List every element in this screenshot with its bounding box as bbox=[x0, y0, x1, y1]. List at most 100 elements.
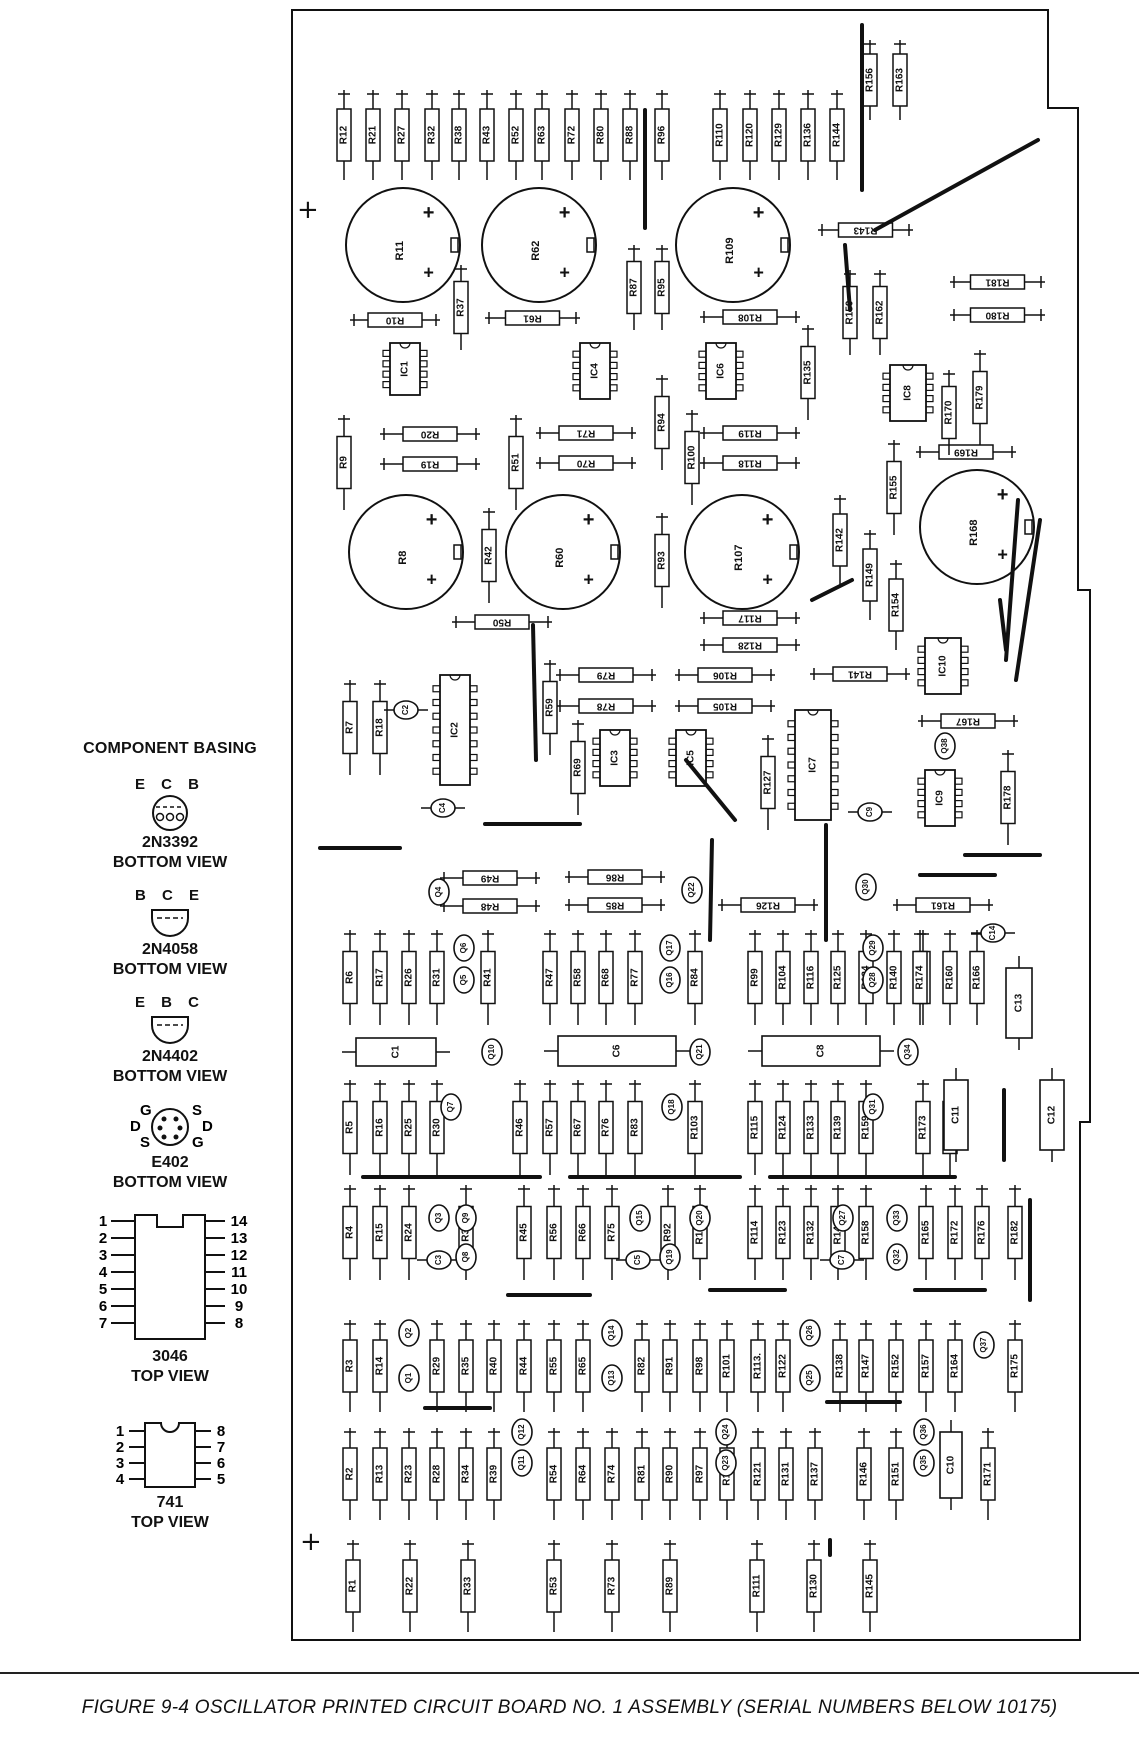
resistor-vertical: R160 bbox=[942, 930, 958, 1025]
trim-potentiometer: ++R11 bbox=[345, 187, 461, 303]
resistor-vertical: R98 bbox=[692, 1320, 708, 1412]
component-label: R85 bbox=[605, 899, 624, 910]
capacitor: C3 bbox=[417, 1250, 461, 1270]
component-label: R89 bbox=[665, 1576, 676, 1595]
capacitor: C6 bbox=[544, 1035, 690, 1067]
component-label: R125 bbox=[833, 965, 844, 989]
resistor-vertical: R21 bbox=[365, 90, 381, 180]
jumper-wire bbox=[810, 578, 854, 602]
view-label: TOP VIEW bbox=[131, 1368, 209, 1385]
resistor-horizontal: R180 bbox=[950, 307, 1045, 323]
fet-left-pin: D bbox=[130, 1118, 141, 1135]
component-label: R118 bbox=[738, 457, 762, 468]
component-label: R18 bbox=[375, 718, 386, 737]
resistor-vertical: R68 bbox=[598, 930, 614, 1025]
resistor-vertical: R72 bbox=[564, 90, 580, 180]
resistor-vertical: R64 bbox=[575, 1428, 591, 1520]
component-label: R65 bbox=[578, 1356, 589, 1375]
resistor-vertical: R53 bbox=[546, 1540, 562, 1632]
resistor-horizontal: R126 bbox=[718, 897, 818, 913]
component-label: R66 bbox=[578, 1223, 589, 1242]
pot-terminal: + bbox=[426, 509, 438, 531]
transistor: Q10 bbox=[481, 1038, 503, 1066]
component-label: Q32 bbox=[892, 1249, 901, 1265]
resistor-vertical: R74 bbox=[604, 1428, 620, 1520]
component-label: R15 bbox=[375, 1223, 386, 1242]
resistor-vertical: R135 bbox=[800, 325, 816, 420]
resistor-vertical: R129 bbox=[771, 90, 787, 180]
resistor-horizontal: R10 bbox=[350, 312, 440, 328]
jumper-wire bbox=[998, 598, 1008, 652]
mounting-plus-bottom: + bbox=[300, 1527, 322, 1557]
resistor-vertical: R175 bbox=[1007, 1320, 1023, 1412]
component-label: R101 bbox=[722, 1354, 733, 1378]
resistor-vertical: R27 bbox=[394, 90, 410, 180]
component-label: R14 bbox=[375, 1356, 386, 1375]
component-label: R104 bbox=[778, 965, 789, 989]
resistor-horizontal: R167 bbox=[918, 713, 1018, 729]
resistor-horizontal: R85 bbox=[565, 897, 665, 913]
component-label: IC6 bbox=[716, 363, 727, 379]
component-label: R75 bbox=[607, 1223, 618, 1242]
transistor: Q12 bbox=[511, 1418, 533, 1446]
component-label: R176 bbox=[977, 1220, 988, 1244]
resistor-vertical: R91 bbox=[662, 1320, 678, 1412]
resistor-horizontal: R118 bbox=[700, 455, 800, 471]
resistor-vertical: R28 bbox=[429, 1428, 445, 1520]
resistor-vertical: R87 bbox=[626, 245, 642, 330]
resistor-vertical: R46 bbox=[512, 1080, 528, 1175]
component-label: C8 bbox=[816, 1044, 827, 1057]
component-label: R56 bbox=[549, 1223, 560, 1242]
resistor-vertical: R1 bbox=[345, 1540, 361, 1632]
component-label: R130 bbox=[809, 1574, 820, 1598]
component-label: R169 bbox=[954, 446, 978, 457]
basing-2n3392: E C B 2N3392 BOTTOM VIEW bbox=[40, 776, 300, 873]
component-label: R48 bbox=[480, 900, 499, 911]
capacitor: C5 bbox=[616, 1250, 660, 1270]
component-label: R80 bbox=[596, 125, 607, 144]
component-label: R93 bbox=[657, 551, 668, 570]
capacitor: C9 bbox=[848, 802, 892, 822]
resistor-vertical: R100 bbox=[684, 410, 700, 505]
resistor-vertical: R110 bbox=[712, 90, 728, 180]
component-label: Q13 bbox=[607, 1370, 616, 1386]
trim-potentiometer: ++R60 bbox=[505, 494, 621, 610]
component-label: R94 bbox=[657, 413, 668, 432]
component-label: Q24 bbox=[721, 1424, 730, 1440]
component-label: R78 bbox=[596, 700, 615, 711]
component-label: R46 bbox=[515, 1118, 526, 1137]
component-label: R152 bbox=[891, 1354, 902, 1378]
capacitor: C1 bbox=[342, 1037, 450, 1067]
component-label: R119 bbox=[738, 427, 762, 438]
view-label: BOTTOM VIEW bbox=[112, 854, 228, 871]
resistor-vertical: R38 bbox=[451, 90, 467, 180]
resistor-vertical: R158 bbox=[858, 1185, 874, 1280]
to92-flat-icon bbox=[151, 1016, 189, 1044]
component-label: R131 bbox=[781, 1462, 792, 1486]
resistor-vertical: R14 bbox=[372, 1320, 388, 1412]
component-label: R151 bbox=[891, 1462, 902, 1486]
resistor-vertical: R31 bbox=[429, 930, 445, 1025]
resistor-vertical: R130 bbox=[806, 1540, 822, 1632]
component-label: R172 bbox=[950, 1220, 961, 1244]
component-label: R158 bbox=[861, 1220, 872, 1244]
resistor-vertical: R111 bbox=[749, 1540, 765, 1632]
component-label: R180 bbox=[985, 309, 1009, 320]
resistor-vertical: R45 bbox=[516, 1185, 532, 1280]
transistor: Q8 bbox=[455, 1243, 477, 1271]
resistor-vertical: R172 bbox=[947, 1185, 963, 1280]
jumper-wire bbox=[873, 138, 1040, 232]
component-label: R121 bbox=[753, 1462, 764, 1486]
pin-number: 8 bbox=[217, 1423, 225, 1440]
resistor-vertical: R133 bbox=[803, 1080, 819, 1175]
resistor-vertical: R145 bbox=[862, 1540, 878, 1632]
component-label: Q17 bbox=[665, 940, 674, 956]
component-label: R175 bbox=[1010, 1354, 1021, 1378]
resistor-vertical: R54 bbox=[546, 1428, 562, 1520]
transistor: Q14 bbox=[601, 1319, 623, 1347]
resistor-vertical: R82 bbox=[634, 1320, 650, 1412]
pin-number: 5 bbox=[99, 1281, 107, 1298]
component-label: Q25 bbox=[805, 1370, 814, 1386]
